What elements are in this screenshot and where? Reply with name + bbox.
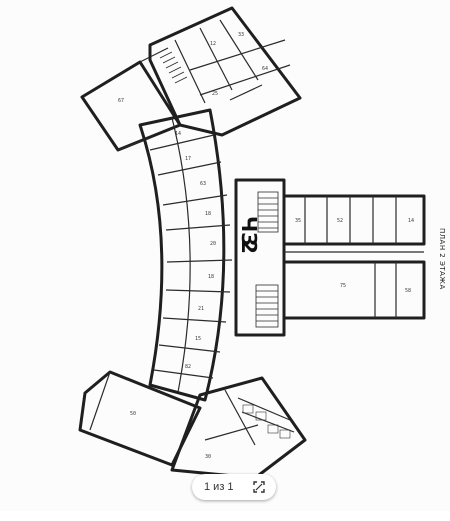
room-label: 33 xyxy=(238,32,244,38)
stairs-east-top xyxy=(257,191,279,233)
expand-icon[interactable] xyxy=(252,480,266,494)
room-label: 52 xyxy=(337,218,343,224)
room-label: 20 xyxy=(210,241,216,247)
page-counter: 1 из 1 xyxy=(204,481,234,493)
room-label: 58 xyxy=(405,288,411,294)
building-marking: ЧЗ 2 xyxy=(237,216,261,254)
room-label: 35 xyxy=(295,218,301,224)
room-label: 64 xyxy=(262,66,268,72)
building-number: 2 xyxy=(237,240,261,254)
wing-south xyxy=(170,376,307,480)
room-label: 14 xyxy=(408,218,414,224)
wing-curved xyxy=(138,108,233,402)
stairs-east-bottom xyxy=(255,284,279,328)
room-label: 30 xyxy=(205,454,211,460)
room-label: 18 xyxy=(205,211,211,217)
room-label: 63 xyxy=(200,181,206,187)
room-label: 50 xyxy=(130,411,136,417)
room-label: 82 xyxy=(185,364,191,370)
page-counter-pill: 1 из 1 xyxy=(192,474,276,500)
wing-east xyxy=(234,178,426,337)
room-label: 21 xyxy=(198,306,204,312)
room-label: 14 xyxy=(175,131,181,137)
room-label: 12 xyxy=(210,41,216,47)
room-labels: 67 12 33 64 25 14 17 63 18 20 18 21 15 8… xyxy=(118,32,414,460)
room-label: 75 xyxy=(340,283,346,289)
room-label: 25 xyxy=(212,91,218,97)
plan-title-group: ПЛАН 2 ЭТАЖА xyxy=(438,228,446,290)
building-letters: ЧЗ xyxy=(237,216,261,246)
room-label: 15 xyxy=(195,336,201,342)
room-label: 67 xyxy=(118,98,124,104)
plan-title: ПЛАН 2 ЭТАЖА xyxy=(438,228,446,290)
wing-north xyxy=(148,6,302,137)
stairs-north xyxy=(159,51,188,84)
bottom-strip xyxy=(0,511,450,521)
room-label: 18 xyxy=(208,274,214,280)
room-label: 17 xyxy=(185,156,191,162)
